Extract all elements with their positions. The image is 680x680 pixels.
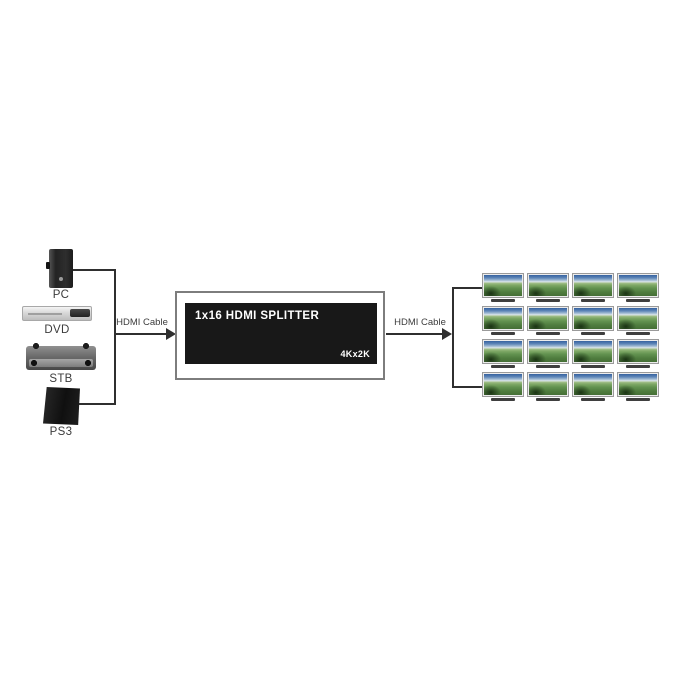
- source-label-pc: PC: [52, 289, 70, 301]
- output-arrow-line: [386, 333, 443, 335]
- source-bus-line: [114, 269, 116, 405]
- output-bus-line: [452, 287, 454, 388]
- output-monitor-16: [617, 372, 659, 401]
- monitor-screen-image: [574, 308, 612, 329]
- monitor-frame: [617, 273, 659, 298]
- monitor-stand: [581, 332, 605, 335]
- output-monitor-7: [572, 306, 614, 335]
- monitor-screen-image: [619, 341, 657, 362]
- monitor-frame: [572, 273, 614, 298]
- monitor-stand: [581, 299, 605, 302]
- monitor-frame: [527, 273, 569, 298]
- monitor-screen-image: [574, 374, 612, 395]
- monitor-screen-image: [484, 374, 522, 395]
- monitor-frame: [527, 306, 569, 331]
- monitor-frame: [482, 306, 524, 331]
- monitor-frame: [482, 273, 524, 298]
- monitor-frame: [527, 339, 569, 364]
- monitor-screen-image: [484, 275, 522, 296]
- monitor-frame: [617, 372, 659, 397]
- monitor-stand: [626, 332, 650, 335]
- monitor-frame: [572, 339, 614, 364]
- output-monitor-14: [527, 372, 569, 401]
- pc-tower-icon: [46, 249, 73, 288]
- input-arrow-head-icon: [166, 328, 176, 340]
- ps3-connector-line: [79, 403, 115, 405]
- output-monitor-2: [527, 273, 569, 302]
- monitor-frame: [527, 372, 569, 397]
- input-arrow-line: [114, 333, 167, 335]
- output-monitor-9: [482, 339, 524, 368]
- monitor-screen-image: [574, 275, 612, 296]
- monitor-stand: [491, 398, 515, 401]
- monitor-screen-image: [484, 308, 522, 329]
- output-monitor-1: [482, 273, 524, 302]
- output-monitor-8: [617, 306, 659, 335]
- output-monitor-15: [572, 372, 614, 401]
- hdmi-splitter-box: 1x16 HDMI SPLITTER 4Kx2K: [175, 291, 385, 380]
- monitor-frame: [572, 306, 614, 331]
- splitter-4k-badge: 4Kx2K: [340, 349, 370, 359]
- output-bracket-top-line: [452, 287, 483, 289]
- monitor-frame: [482, 372, 524, 397]
- monitor-stand: [536, 398, 560, 401]
- ps3-console-icon: [43, 387, 80, 425]
- output-monitor-11: [572, 339, 614, 368]
- monitor-frame: [617, 306, 659, 331]
- monitor-stand: [581, 365, 605, 368]
- source-label-stb: STB: [49, 373, 73, 385]
- monitor-screen-image: [529, 308, 567, 329]
- monitor-screen-image: [529, 341, 567, 362]
- output-monitor-5: [482, 306, 524, 335]
- monitor-stand: [581, 398, 605, 401]
- set-top-box-icon: [26, 342, 96, 370]
- output-monitor-grid: [482, 273, 659, 401]
- monitor-screen-image: [619, 374, 657, 395]
- output-monitor-3: [572, 273, 614, 302]
- output-cable-label: HDMI Cable: [394, 317, 446, 328]
- monitor-screen-image: [529, 374, 567, 395]
- monitor-stand: [491, 365, 515, 368]
- monitor-screen-image: [619, 275, 657, 296]
- monitor-frame: [482, 339, 524, 364]
- monitor-screen-image: [574, 341, 612, 362]
- monitor-screen-image: [529, 275, 567, 296]
- monitor-screen-image: [619, 308, 657, 329]
- monitor-stand: [536, 332, 560, 335]
- output-arrow-head-icon: [442, 328, 452, 340]
- monitor-stand: [626, 365, 650, 368]
- monitor-stand: [491, 332, 515, 335]
- input-cable-label: HDMI Cable: [116, 317, 168, 328]
- output-monitor-6: [527, 306, 569, 335]
- output-monitor-13: [482, 372, 524, 401]
- output-monitor-10: [527, 339, 569, 368]
- splitter-title: 1x16 HDMI SPLITTER: [195, 310, 320, 322]
- output-monitor-12: [617, 339, 659, 368]
- output-bracket-bottom-line: [452, 386, 483, 388]
- hdmi-splitter-faceplate: 1x16 HDMI SPLITTER 4Kx2K: [185, 303, 377, 364]
- monitor-stand: [626, 299, 650, 302]
- monitor-stand: [536, 365, 560, 368]
- monitor-frame: [617, 339, 659, 364]
- monitor-stand: [536, 299, 560, 302]
- dvd-player-icon: [22, 306, 92, 321]
- monitor-stand: [626, 398, 650, 401]
- monitor-frame: [572, 372, 614, 397]
- monitor-screen-image: [484, 341, 522, 362]
- monitor-stand: [491, 299, 515, 302]
- output-monitor-4: [617, 273, 659, 302]
- source-label-dvd: DVD: [44, 324, 70, 336]
- pc-connector-line: [73, 269, 115, 271]
- source-label-ps3: PS3: [49, 426, 73, 438]
